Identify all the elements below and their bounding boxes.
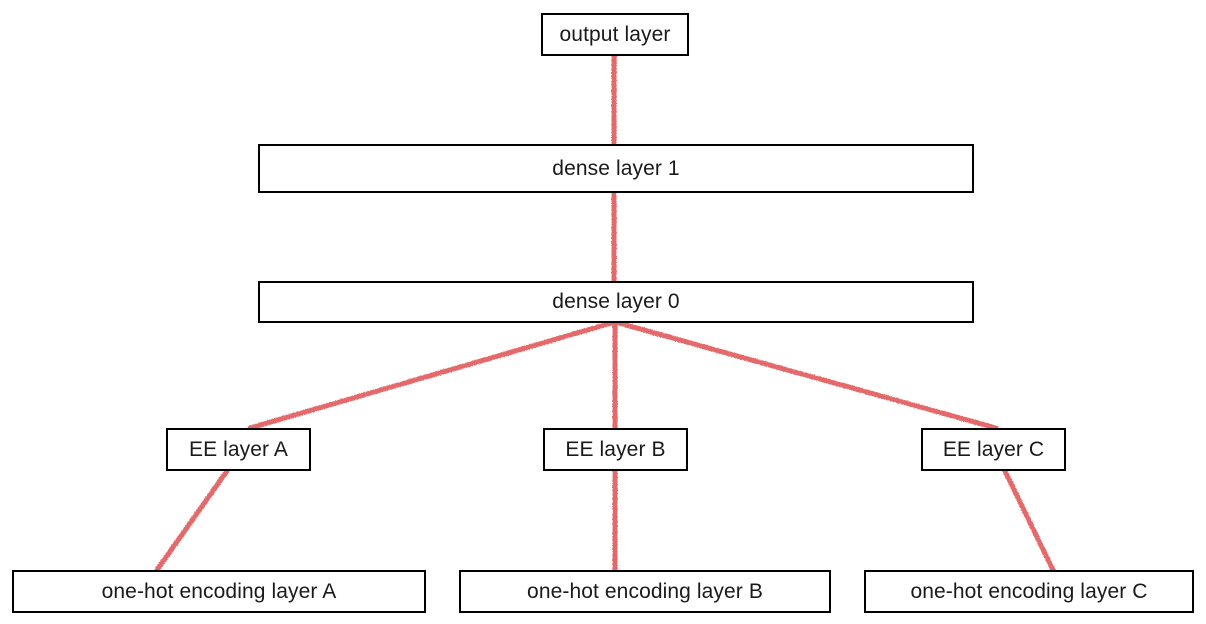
node-label: dense layer 1: [552, 156, 680, 180]
edge-dense0-eeA: [247, 319, 618, 431]
node-label: EE layer C: [942, 437, 1045, 461]
node-label: EE layer A: [188, 437, 289, 461]
node-label: EE layer B: [565, 437, 666, 461]
node-label: one-hot encoding layer C: [910, 579, 1148, 603]
node-one-hot-encoding-layer-c[interactable]: one-hot encoding layer C: [864, 570, 1194, 613]
node-label: one-hot encoding layer A: [101, 579, 337, 603]
edge-eeA-ohA: [154, 468, 230, 573]
node-label: dense layer 0: [552, 290, 680, 313]
node-label: output layer: [559, 22, 671, 46]
node-one-hot-encoding-layer-a[interactable]: one-hot encoding layer A: [12, 570, 426, 613]
node-dense-layer-0[interactable]: dense layer 0: [258, 281, 974, 323]
node-ee-layer-c[interactable]: EE layer C: [921, 428, 1066, 471]
node-ee-layer-b[interactable]: EE layer B: [543, 428, 688, 471]
node-ee-layer-a[interactable]: EE layer A: [166, 428, 311, 471]
node-label: one-hot encoding layer B: [527, 579, 763, 603]
node-dense-layer-1[interactable]: dense layer 1: [258, 144, 974, 193]
node-one-hot-encoding-layer-b[interactable]: one-hot encoding layer B: [459, 570, 831, 613]
edge-dense0-eeC: [612, 319, 999, 431]
edge-eeC-ohC: [1002, 468, 1056, 573]
node-output-layer[interactable]: output layer: [541, 13, 689, 56]
